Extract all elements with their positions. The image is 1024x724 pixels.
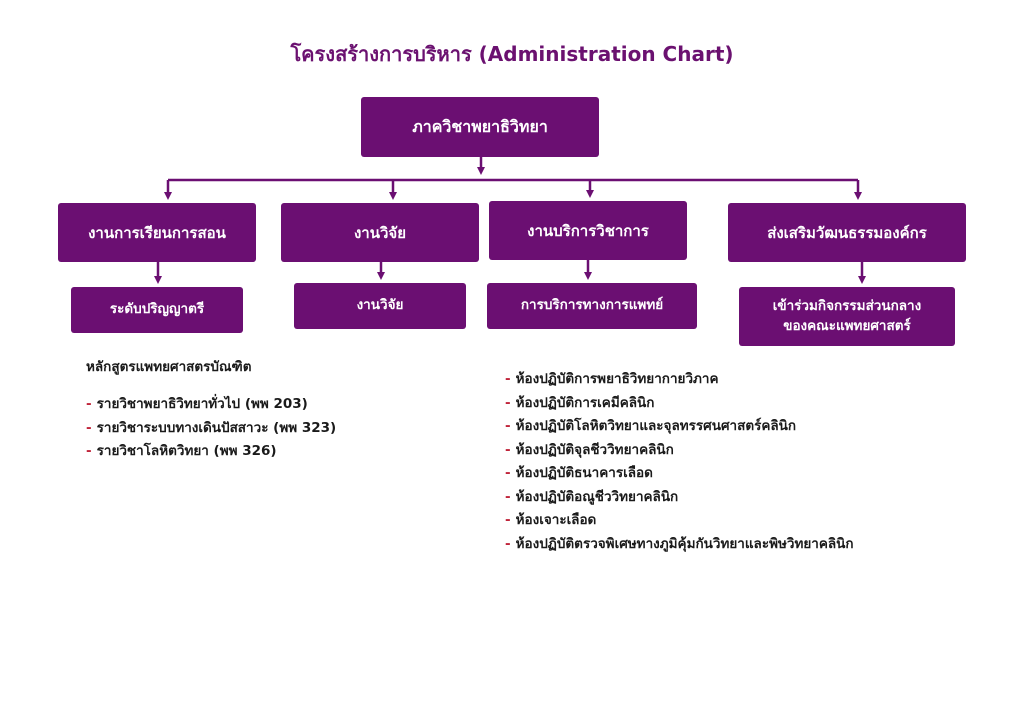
- page-title: โครงสร้างการบริหาร (Administration Chart…: [290, 42, 734, 66]
- list-item: -ห้องเจาะเลือด: [505, 509, 854, 533]
- list-marker: -: [505, 394, 511, 411]
- list-item-text: รายวิชาพยาธิวิทยาทั่วไป (พพ 203): [96, 396, 308, 412]
- node-central-activities: เข้าร่วมกิจกรรมส่วนกลาง ของคณะแพทยศาสตร์: [739, 287, 955, 346]
- list-item-text: ห้องปฏิบัติธนาคารเลือด: [515, 465, 653, 481]
- list-item: -ห้องปฏิบัติจุลชีววิทยาคลินิก: [505, 439, 854, 463]
- list-item: -ห้องปฏิบัติการเคมีคลินิก: [505, 392, 854, 416]
- list-item-text: ห้องเจาะเลือด: [515, 512, 597, 528]
- list-item-text: ห้องปฏิบัติโลหิตวิทยาและจุลทรรศนศาสตร์คล…: [515, 418, 797, 434]
- node-central-activities-line1: เข้าร่วมกิจกรรมส่วนกลาง: [772, 297, 922, 314]
- undergrad-course-list: หลักสูตรแพทยศาสตรบัณฑิต -รายวิชาพยาธิวิท…: [86, 355, 336, 464]
- list-item: -ห้องปฏิบัติโลหิตวิทยาและจุลทรรศนศาสตร์ค…: [505, 415, 854, 439]
- list-marker: -: [505, 371, 511, 387]
- branch-culture: ส่งเสริมวัฒนธรรมองค์กร: [728, 203, 966, 262]
- node-central-activities-line2: ของคณะแพทยศาสตร์: [783, 317, 911, 334]
- lab-services-list: -ห้องปฏิบัติการพยาธิวิทยากายวิภาค -ห้องป…: [505, 368, 854, 556]
- list-item: -รายวิชาระบบทางเดินปัสสาวะ (พพ 323): [86, 417, 336, 441]
- list-item: -ห้องปฏิบัติตรวจพิเศษทางภูมิคุ้มกันวิทยา…: [505, 533, 854, 557]
- node-undergraduate-label: ระดับปริญญาตรี: [109, 301, 205, 318]
- list-item: -ห้องปฏิบัติการพยาธิวิทยากายวิภาค: [505, 368, 854, 392]
- list-item: -รายวิชาพยาธิวิทยาทั่วไป (พพ 203): [86, 393, 336, 417]
- branch-service-label: งานบริการวิชาการ: [527, 221, 649, 240]
- node-medical-service-label: การบริการทางการแพทย์: [520, 297, 664, 314]
- list-item-text: รายวิชาโลหิตวิทยา (พพ 326): [96, 443, 277, 459]
- node-research-label: งานวิจัย: [356, 297, 404, 314]
- list-item: -ห้องปฏิบัติอณูชีววิทยาคลินิก: [505, 486, 854, 510]
- root-node-label: ภาควิชาพยาธิวิทยา: [412, 116, 548, 136]
- list-item-text: ห้องปฏิบัติจุลชีววิทยาคลินิก: [515, 441, 674, 458]
- list-item-text: ห้องปฏิบัติตรวจพิเศษทางภูมิคุ้มกันวิทยาแ…: [515, 535, 854, 552]
- root-node: ภาควิชาพยาธิวิทยา: [361, 97, 599, 157]
- list-item-text: รายวิชาระบบทางเดินปัสสาวะ (พพ 323): [96, 419, 337, 436]
- undergrad-heading: หลักสูตรแพทยศาสตรบัณฑิต: [86, 359, 252, 375]
- list-marker: -: [86, 419, 92, 436]
- branch-teaching-label: งานการเรียนการสอน: [88, 223, 226, 242]
- list-marker: -: [505, 535, 511, 552]
- branch-culture-label: ส่งเสริมวัฒนธรรมองค์กร: [767, 223, 927, 242]
- branch-research: งานวิจัย: [281, 203, 479, 262]
- list-marker: -: [505, 418, 511, 434]
- list-marker: -: [505, 512, 511, 528]
- list-item: -ห้องปฏิบัติธนาคารเลือด: [505, 462, 854, 486]
- list-marker: -: [505, 488, 511, 505]
- branch-service: งานบริการวิชาการ: [489, 201, 687, 260]
- list-item-text: ห้องปฏิบัติอณูชีววิทยาคลินิก: [515, 488, 679, 505]
- branch-research-label: งานวิจัย: [353, 223, 406, 242]
- list-marker: -: [505, 441, 511, 458]
- list-marker: -: [86, 396, 92, 412]
- list-item-text: ห้องปฏิบัติการเคมีคลินิก: [515, 394, 655, 411]
- node-research: งานวิจัย: [294, 283, 466, 329]
- list-marker: -: [86, 443, 92, 459]
- list-item: -รายวิชาโลหิตวิทยา (พพ 326): [86, 440, 336, 464]
- list-item-text: ห้องปฏิบัติการพยาธิวิทยากายวิภาค: [515, 371, 719, 387]
- node-undergraduate: ระดับปริญญาตรี: [71, 287, 243, 333]
- list-marker: -: [505, 465, 511, 481]
- branch-teaching: งานการเรียนการสอน: [58, 203, 256, 262]
- node-medical-service: การบริการทางการแพทย์: [487, 283, 697, 329]
